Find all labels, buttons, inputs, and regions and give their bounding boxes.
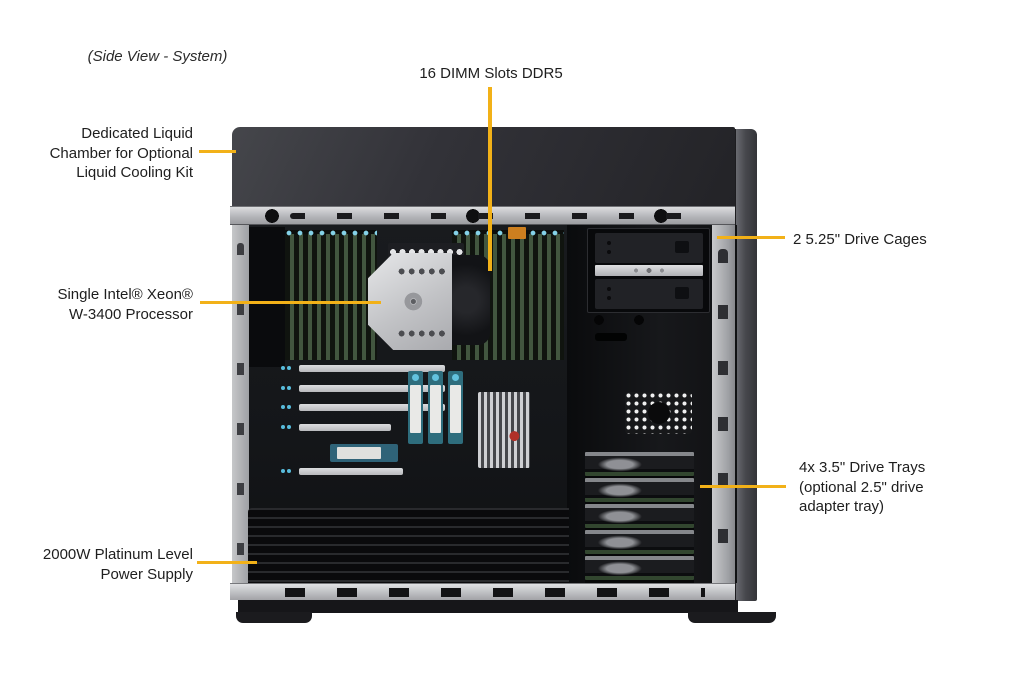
liquid-cooling-chamber-panel — [232, 127, 735, 206]
pcie-slot — [287, 424, 391, 431]
hdd-tray — [585, 504, 694, 528]
pcie-slot — [287, 385, 445, 392]
hdd-tray — [585, 556, 694, 580]
hdd-tray — [585, 478, 694, 502]
chassis-left-rail — [232, 225, 249, 583]
callout-line-liquid-chamber — [199, 150, 236, 153]
power-supply — [248, 508, 569, 583]
m2-ssd — [448, 371, 463, 444]
pcie-slot — [287, 404, 445, 411]
chassis-front-edge — [735, 129, 757, 601]
chassis-foot — [688, 612, 776, 623]
hdd-tray — [585, 530, 694, 554]
pcie-slot — [287, 365, 445, 372]
callout-label-liquid-chamber: Dedicated Liquid Chamber for Optional Li… — [49, 125, 193, 181]
pcie-slot — [287, 468, 403, 475]
callout-label-dimm: 16 DIMM Slots DDR5 — [419, 65, 563, 82]
vent-slot — [595, 333, 627, 341]
drive-cage-tray — [595, 279, 703, 309]
cpu-cooler — [368, 253, 452, 350]
speaker-grille — [625, 392, 692, 434]
chipset-heatsink — [478, 392, 530, 468]
warning-sticker — [508, 227, 526, 239]
callout-line-power-supply — [197, 561, 257, 564]
callout-line-drive-trays — [700, 485, 786, 488]
callout-label-drive-cages: 2 5.25" Drive Cages — [793, 231, 927, 248]
drive-cage-tray — [595, 233, 703, 263]
drive-bay-area — [567, 225, 737, 583]
speaker-center — [648, 402, 670, 424]
callout-label-drive-trays: 4x 3.5" Drive Trays (optional 2.5" drive… — [799, 459, 926, 515]
callout-line-dimm — [488, 87, 492, 271]
hdd-tray — [585, 452, 694, 476]
dimm-bank-left — [285, 230, 377, 360]
chassis-foot — [236, 612, 312, 623]
m2-ssd — [428, 371, 443, 444]
callout-label-power-supply: 2000W Platinum Level Power Supply — [42, 546, 193, 583]
callout-line-cpu — [200, 301, 381, 304]
chassis-base — [238, 600, 738, 613]
callout-line-drive-cages — [717, 236, 785, 239]
drive-tray-stack — [585, 452, 694, 583]
chassis-inner-rail — [712, 225, 735, 583]
chassis-bottom-rail — [230, 583, 735, 600]
diagram-caption: (Side View - System) — [87, 48, 228, 65]
m2-ssd-horizontal — [330, 444, 398, 462]
motherboard-edge-shadow — [249, 227, 285, 367]
drive-cage-525 — [587, 228, 710, 313]
m2-ssd — [408, 371, 423, 444]
chassis-interior — [232, 225, 737, 583]
chassis-screws — [589, 313, 653, 327]
drive-cage-bracket — [595, 265, 703, 276]
callout-label-cpu: Single Intel® Xeon® W-3400 Processor — [57, 286, 193, 323]
chassis-photo — [230, 127, 776, 624]
chassis-top-rail — [230, 206, 735, 225]
motherboard — [249, 225, 567, 583]
